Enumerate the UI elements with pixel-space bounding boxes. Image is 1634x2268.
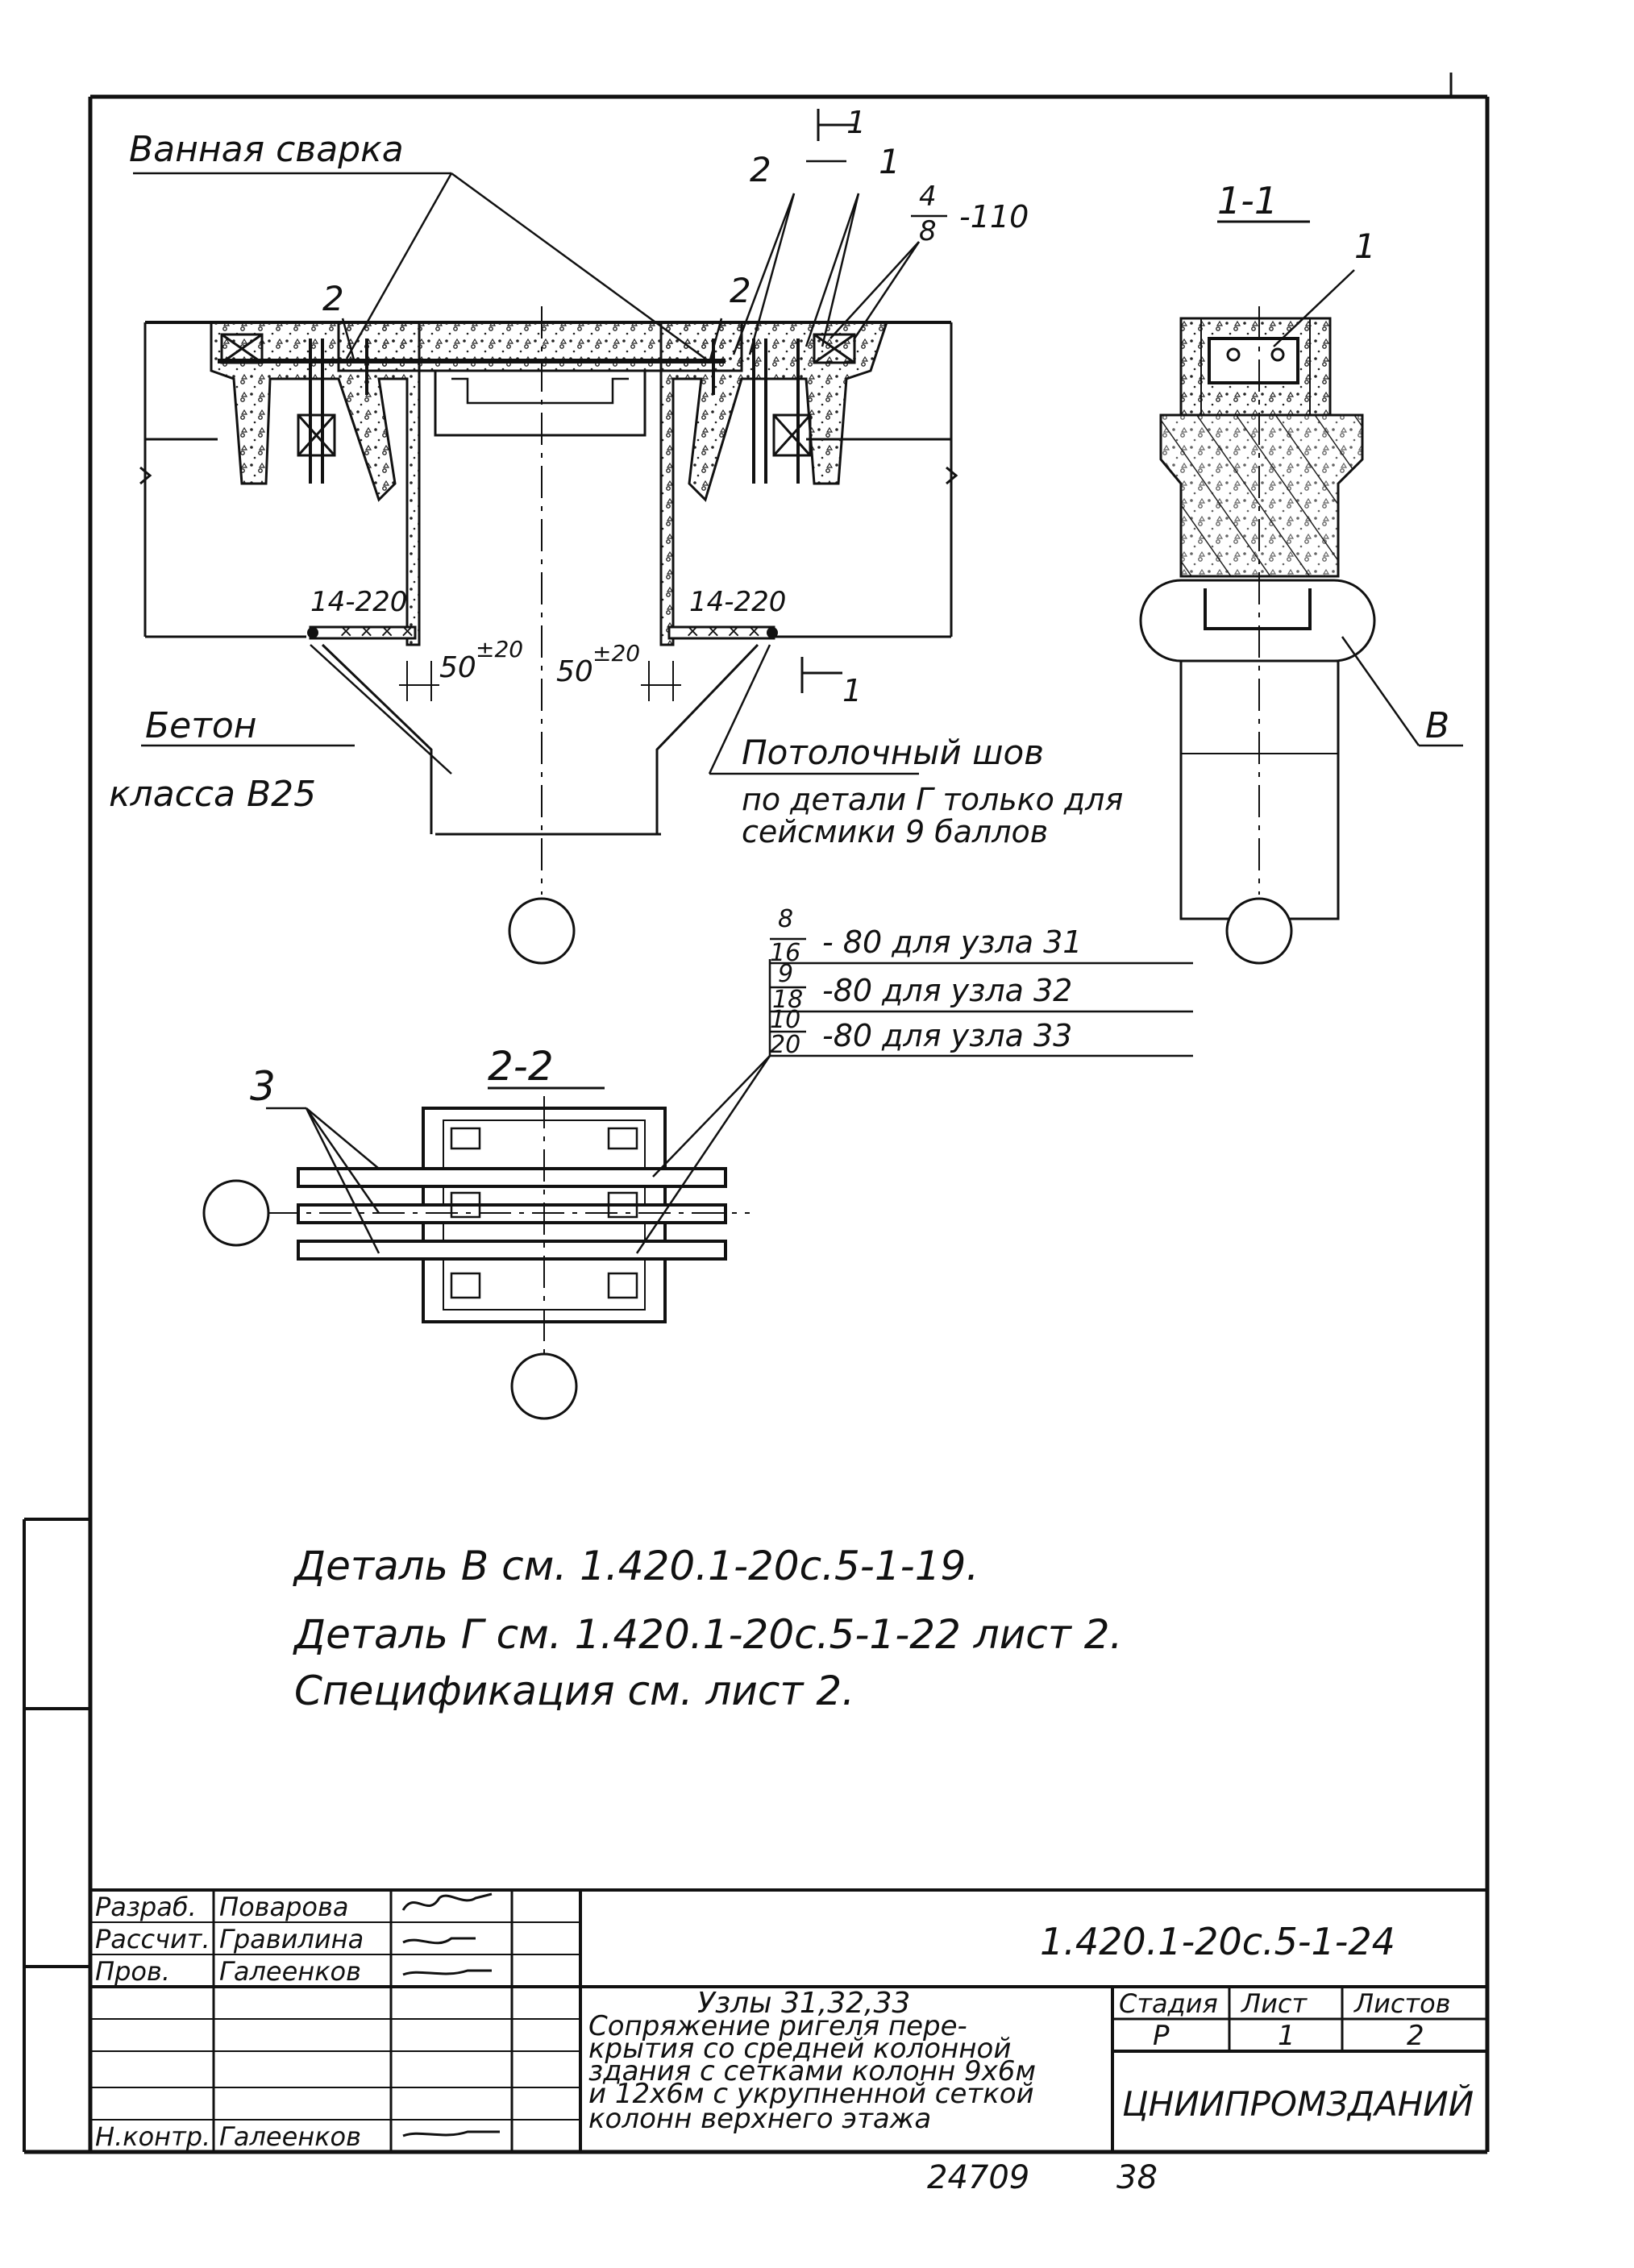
gap-left-label: 50 <box>439 651 476 684</box>
weld-row-3-text: -80 для узла 33 <box>822 1018 1072 1053</box>
note-1: Деталь В см. 1.420.1-20с.5-1-19. <box>293 1543 979 1589</box>
fraction-top-den: 8 <box>919 215 937 247</box>
label-welding: Ванная сварка <box>129 129 404 170</box>
sheet-frame <box>23 73 1490 2154</box>
role-3: Пров. <box>95 1956 170 1987</box>
org-name: ЦНИИПРОМЗДАНИЙ <box>1122 2083 1474 2124</box>
callout-2: 2 <box>750 150 771 189</box>
label-section-1-top: 1 <box>846 105 866 140</box>
callout-1: 1 <box>879 142 900 181</box>
doc-code: 1.420.1-20с.5-1-24 <box>1040 1920 1395 1963</box>
axis-bubble-main <box>508 897 576 965</box>
weld-row-2-text: -80 для узла 32 <box>822 973 1072 1008</box>
label-section-1-1: 1-1 <box>1217 179 1278 222</box>
label-section-2-2: 2-2 <box>488 1043 554 1090</box>
label-ceiling-note-1: по детали Г только для <box>742 782 1123 817</box>
fraction-top-num: 4 <box>919 181 937 213</box>
page-number: 38 <box>1116 2159 1158 2196</box>
role-1: Разраб. <box>95 1892 197 1922</box>
sheet-label: Лист <box>1241 1988 1308 2019</box>
fraction-top-val: -110 <box>959 199 1029 235</box>
title-line-6: колонн верхнего этажа <box>588 2103 931 2135</box>
name-2: Гравилина <box>219 1924 364 1954</box>
sheets-value: 2 <box>1407 2020 1424 2052</box>
weld-right-marks: × × × × <box>685 621 762 642</box>
stage-value: Р <box>1153 2020 1170 2052</box>
gap-right-tol: ±20 <box>592 640 640 667</box>
weld-row-1-den: 16 <box>770 939 800 967</box>
axis-bubble-2-2-bottom <box>510 1352 578 1420</box>
main-elevation: × × × × × × × × <box>133 109 958 965</box>
role-2: Рассчит. <box>95 1924 210 1954</box>
axis-bubble-2-2-left <box>202 1179 270 1247</box>
sheet-value: 1 <box>1278 2020 1295 2052</box>
section-2-2 <box>202 937 1193 1420</box>
weld-right-label: 14-220 <box>689 586 786 618</box>
title-line-5: и 12x6м с укрупненной сеткой <box>588 2078 1034 2110</box>
weld-row-1-num: 8 <box>778 905 793 933</box>
title-line-1: Узлы 31,32,33 <box>697 1987 910 2020</box>
gap-left-tol: ±20 <box>476 636 523 663</box>
title-line-3: крытия со средней колонной <box>588 2033 1011 2065</box>
name-3: Галеенков <box>219 1956 361 1987</box>
axis-bubble-section <box>1225 897 1293 965</box>
inv-number: 24709 <box>927 2159 1029 2196</box>
weld-row-1-text: - 80 для узла 31 <box>822 924 1082 960</box>
name-1: Поварова <box>219 1892 348 1922</box>
weld-row-2-den: 18 <box>772 986 803 1014</box>
drawing-labels: Ванная сварка 1 1 2 1 4 8 -110 2 2 14-22… <box>109 105 1449 1110</box>
note-2: Деталь Г см. 1.420.1-20с.5-1-22 лист 2. <box>293 1611 1122 1658</box>
title-block: Разраб. Поварова Рассчит. Гравилина Пров… <box>90 1888 1487 2196</box>
callout-3: 3 <box>250 1063 276 1110</box>
label-section-1-bottom: 1 <box>842 673 862 708</box>
title-line-2: Сопряжение ригеля пере- <box>588 2010 967 2042</box>
sheets-label: Листов <box>1353 1988 1451 2019</box>
notes: Деталь В см. 1.420.1-20с.5-1-19. Деталь … <box>293 1543 1122 1714</box>
callout-1-section: 1 <box>1354 226 1376 266</box>
label-ceiling-seam: Потолочный шов <box>742 733 1044 772</box>
callout-2b: 2 <box>730 271 751 310</box>
section-1-1 <box>1139 220 1463 965</box>
name-7: Галеенков <box>219 2121 361 2152</box>
label-concrete-2: класса В25 <box>109 774 316 815</box>
callout-2a: 2 <box>322 279 344 318</box>
callout-b: В <box>1425 705 1449 746</box>
label-ceiling-note-2: сейсмики 9 баллов <box>742 814 1048 849</box>
note-3: Спецификация см. лист 2. <box>294 1668 854 1714</box>
gap-right-label: 50 <box>556 655 593 688</box>
title-line-4: здания с сетками колонн 9x6м <box>588 2055 1036 2087</box>
weld-left-marks: × × × × <box>339 621 415 642</box>
weld-row-2-num: 9 <box>778 960 793 988</box>
role-7: Н.контр. <box>95 2121 210 2152</box>
weld-row-3-den: 20 <box>770 1031 800 1059</box>
stage-label: Стадия <box>1119 1988 1218 2019</box>
label-concrete-1: Бетон <box>145 705 257 746</box>
weld-left-label: 14-220 <box>310 586 407 618</box>
weld-row-3-num: 10 <box>770 1006 800 1034</box>
